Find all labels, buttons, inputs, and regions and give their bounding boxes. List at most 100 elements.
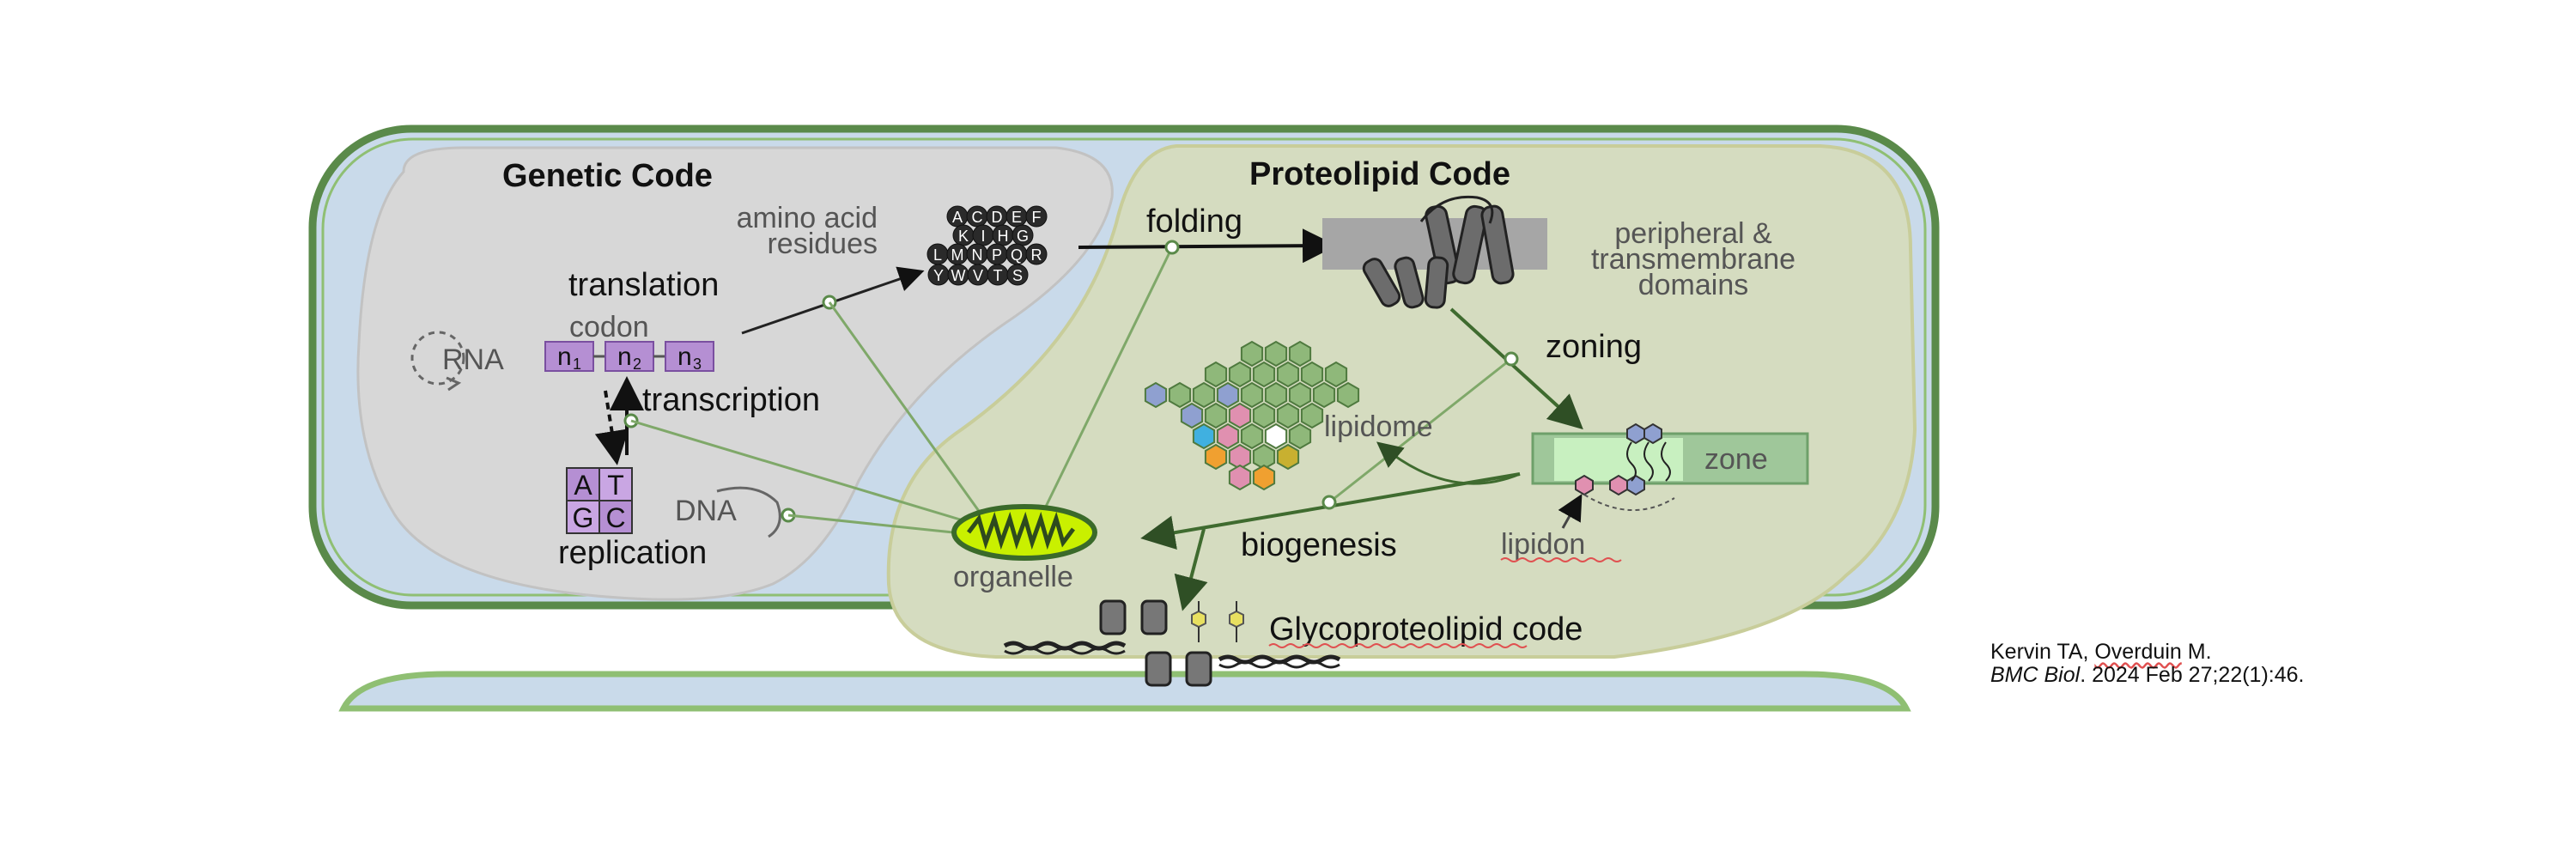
amino-acid-label-line1: amino acid — [737, 202, 878, 234]
lipidome-hex — [1288, 340, 1312, 368]
lipidome-hex — [1192, 381, 1216, 409]
lipidome-hex — [1228, 464, 1252, 491]
amino-acid-letter: M — [951, 246, 964, 264]
lipidome-hex — [1312, 381, 1336, 409]
organelle-mitochondrion-icon — [951, 504, 1097, 561]
membrane-protein-icon — [1322, 195, 1547, 309]
lipidome-hex — [1264, 381, 1288, 409]
citation-journal: BMC Biol. 2024 Feb 27;22(1):46. — [1990, 663, 2304, 688]
lipidon-label: lipidon — [1501, 528, 1585, 561]
amino-acid-label-line2: residues — [767, 228, 878, 260]
translation-label: translation — [568, 267, 719, 303]
amino-acid-letter: W — [951, 267, 966, 284]
zone-membrane-icon — [1531, 422, 1809, 512]
lower-cell — [338, 671, 1911, 712]
codon-subscript: 2 — [633, 356, 641, 373]
lipidome-hex — [1252, 361, 1276, 388]
lipidon-spellcheck-underline — [1500, 557, 1622, 562]
amino-acid-letter: C — [972, 209, 983, 226]
citation-journal-name: BMC Biol — [1990, 663, 2081, 687]
zone-label: zone — [1704, 443, 1768, 476]
glycoproteolipid-title: Glycoproteolipid code — [1269, 611, 1583, 647]
reverse-transcription-arrow — [594, 390, 629, 465]
amino-acid-letter: D — [992, 209, 1003, 226]
lipidome-hex — [1300, 361, 1324, 388]
amino-acid-letter: Y — [933, 267, 944, 284]
organelle-connectors — [630, 246, 1512, 534]
codon-box — [544, 341, 594, 372]
biogenesis-label: biogenesis — [1241, 527, 1397, 563]
lipidome-hex — [1264, 340, 1288, 368]
lipidome-hex — [1276, 443, 1300, 471]
lipidome-hex — [1216, 381, 1240, 409]
lipidome-hex — [1192, 422, 1216, 450]
lipidome-hex — [1252, 402, 1276, 429]
amino-acid-letter: Q — [1011, 246, 1023, 264]
rna-label: RNA — [442, 343, 504, 376]
folding-label: folding — [1146, 204, 1242, 240]
lipidome-hex — [1168, 381, 1192, 409]
codon-letter: n — [557, 343, 572, 371]
amino-acid-letter: S — [1012, 267, 1023, 284]
amino-acid-bead — [1006, 264, 1029, 286]
amino-acid-letter: K — [958, 228, 969, 245]
amino-acid-letter: P — [992, 246, 1002, 264]
proteolipid-code-title: Proteolipid Code — [1249, 156, 1510, 192]
citation-details: . 2024 Feb 27;22(1):46. — [2080, 663, 2305, 687]
amino-acid-letter: F — [1032, 209, 1042, 226]
lipidome-hex — [1228, 361, 1252, 388]
peripheral-label-line1: peripheral & — [1614, 217, 1772, 250]
amino-acid-bead — [1025, 243, 1048, 265]
organelle-label: organelle — [953, 561, 1073, 593]
amino-acid-letter: A — [952, 209, 963, 226]
lipidome-hex — [1324, 361, 1348, 388]
peripheral-label-line2: transmembrane — [1591, 243, 1795, 276]
lipidome-hex — [1300, 402, 1324, 429]
glycoprotein-icon — [1003, 599, 1341, 687]
citation-authors-surname: Overduin — [2094, 640, 2182, 664]
codon-label: codon — [569, 311, 649, 343]
transcription-label: transcription — [642, 382, 820, 418]
lipidome-hex — [1180, 402, 1204, 429]
amino-acid-letter: R — [1031, 246, 1042, 264]
lipidome-hex — [1240, 340, 1264, 368]
base-pair-letter: A — [574, 470, 592, 501]
citation-authors-first: Kervin TA, — [1990, 640, 2095, 664]
rna-cycle-icon — [410, 331, 465, 392]
lipidome-hex — [1216, 422, 1240, 450]
lipidome-hex — [1228, 402, 1252, 429]
zoning-node — [1504, 351, 1519, 367]
folding-node — [1164, 240, 1180, 255]
base-pair-letter: C — [605, 502, 625, 533]
amino-acid-bead — [1025, 205, 1048, 228]
lipidome-feedback-arrow — [1376, 441, 1521, 485]
codon-letter: n — [677, 343, 692, 371]
lipidome-hex — [1264, 422, 1288, 450]
replication-label: replication — [558, 535, 707, 571]
genetic-code-title: Genetic Code — [502, 158, 713, 194]
citation-authors-initial: M. — [2181, 640, 2212, 664]
lipidome-hex — [1204, 443, 1228, 471]
lipidome-hex — [1240, 381, 1264, 409]
codon-box — [605, 341, 654, 372]
codon-letter: n — [617, 343, 632, 371]
lipidome-hex — [1276, 402, 1300, 429]
amino-acid-letter: L — [933, 246, 942, 264]
lipidome-hex — [1144, 381, 1168, 409]
lipidome-hex — [1252, 464, 1276, 491]
folding-arrow — [1078, 228, 1337, 264]
amino-acid-letter: H — [998, 228, 1009, 245]
lipidome-hex — [1204, 361, 1228, 388]
lipidome-hex — [1276, 361, 1300, 388]
lipidome-hex — [1288, 422, 1312, 450]
amino-acid-letter: T — [993, 267, 1003, 284]
glyco-arrow — [1174, 528, 1208, 611]
codon-subscript: 3 — [693, 356, 702, 373]
zoning-label: zoning — [1546, 329, 1642, 365]
citation-authors: Kervin TA, Overduin M. — [1990, 640, 2212, 665]
amino-acid-letter: N — [972, 246, 983, 264]
